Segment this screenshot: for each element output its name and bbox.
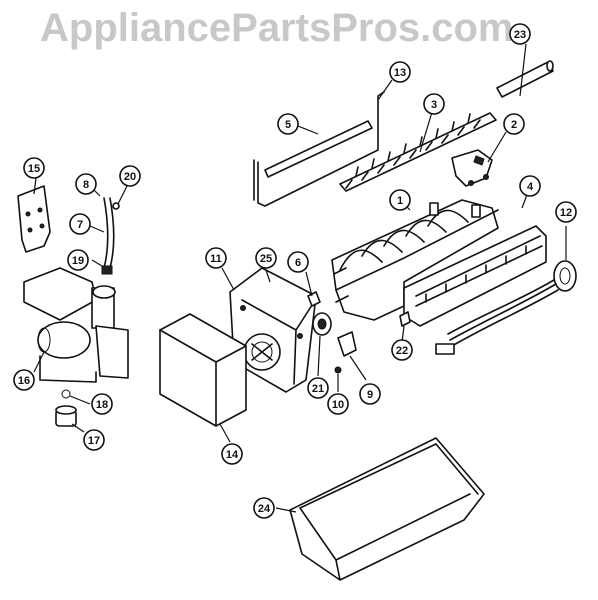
part-tiny-screw	[334, 366, 342, 374]
callout-24: 24	[253, 497, 275, 519]
callout-label: 23	[514, 29, 526, 41]
part-tube	[496, 60, 554, 98]
callout-19: 19	[67, 249, 89, 271]
watermark-text: AppliancePartsPros.com	[40, 6, 514, 50]
part-fill-tube	[101, 197, 120, 275]
callout-label: 6	[295, 257, 301, 269]
part-rod	[264, 120, 373, 178]
callout-1: 1	[389, 189, 411, 211]
callout-label: 4	[527, 181, 534, 193]
callout-label: 16	[18, 375, 30, 387]
callout-label: 25	[260, 253, 272, 265]
callout-label: 13	[394, 67, 406, 79]
callout-label: 11	[210, 253, 222, 265]
callout-13: 13	[389, 61, 411, 83]
callout-label: 3	[431, 99, 437, 111]
callout-16: 16	[13, 369, 35, 391]
callout-label: 15	[28, 163, 40, 175]
callout-15: 15	[23, 157, 45, 179]
callout-3: 3	[423, 93, 445, 115]
callout-22: 22	[391, 339, 413, 361]
callout-7: 7	[69, 213, 91, 235]
callout-25: 25	[255, 247, 277, 269]
part-fitting	[55, 405, 77, 427]
callout-label: 17	[88, 435, 100, 447]
callout-label: 8	[83, 179, 89, 191]
callout-label: 9	[367, 389, 373, 401]
callout-2: 2	[503, 113, 525, 135]
part-cover-box	[159, 313, 247, 427]
callout-label: 18	[96, 399, 108, 411]
part-control-housing	[229, 267, 317, 393]
callout-21: 21	[307, 377, 329, 399]
callout-label: 19	[72, 255, 84, 267]
callout-5: 5	[277, 113, 299, 135]
callout-20: 20	[119, 165, 141, 187]
callout-label: 5	[285, 119, 291, 131]
part-small-clip	[399, 311, 411, 327]
callout-8: 8	[75, 173, 97, 195]
callout-12: 12	[555, 201, 577, 223]
callout-label: 20	[124, 171, 136, 183]
part-o-ring	[61, 389, 71, 399]
callout-6: 6	[287, 251, 309, 273]
part-water-valve	[23, 267, 129, 383]
callout-18: 18	[91, 393, 113, 415]
part-bracket	[451, 149, 493, 187]
callout-label: 12	[560, 207, 572, 219]
callout-label: 2	[511, 119, 517, 131]
callout-label: 7	[77, 219, 83, 231]
callout-14: 14	[221, 443, 243, 465]
callout-label: 22	[396, 345, 408, 357]
part-ejector	[339, 112, 497, 192]
callout-label: 10	[332, 399, 344, 411]
part-harness	[435, 260, 577, 355]
part-wire-arm	[253, 91, 385, 207]
callout-11: 11	[205, 247, 227, 269]
part-mounting-plate	[17, 185, 51, 253]
callout-10: 10	[327, 393, 349, 415]
callout-label: 21	[312, 383, 324, 395]
part-screw	[307, 291, 321, 307]
callout-label: 24	[258, 503, 271, 515]
callout-9: 9	[359, 383, 381, 405]
callout-23: 23	[509, 23, 531, 45]
part-clip	[337, 331, 357, 357]
part-ice-bin	[289, 437, 485, 581]
callout-4: 4	[519, 175, 541, 197]
part-thermostat	[312, 312, 332, 336]
callout-17: 17	[83, 429, 105, 451]
callout-label: 14	[226, 449, 239, 461]
callout-label: 1	[397, 195, 403, 207]
